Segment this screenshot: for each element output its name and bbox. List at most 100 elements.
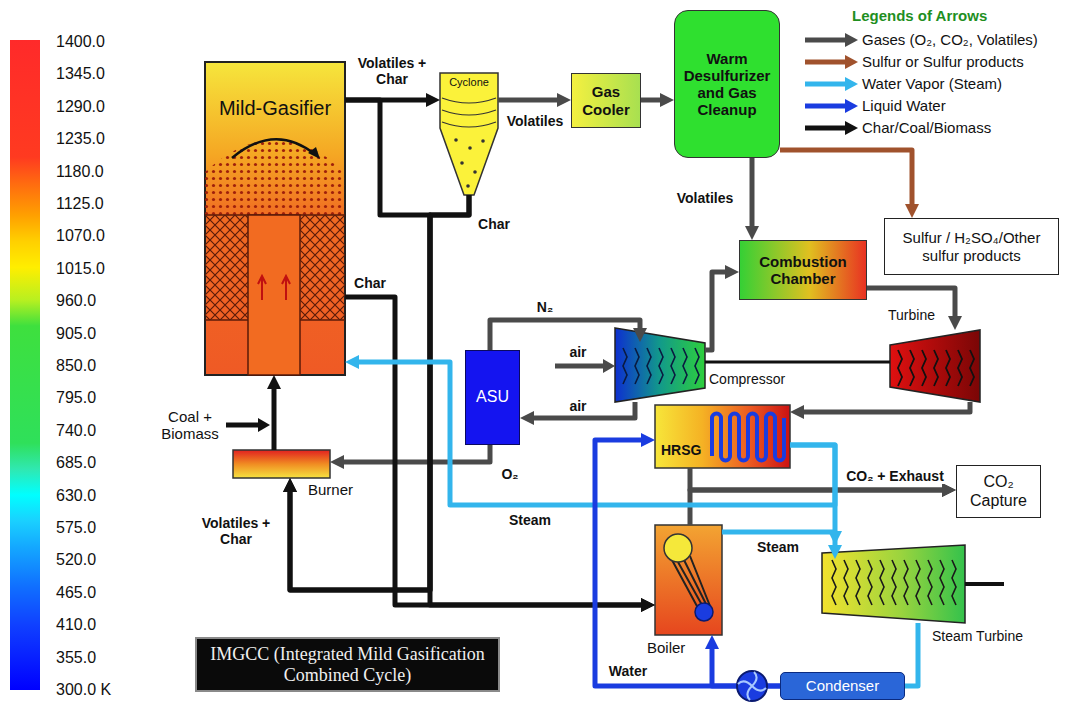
legend-arrow-sample	[805, 126, 845, 131]
flow-label: Char	[352, 275, 388, 291]
label-holder: 1400.0	[56, 33, 105, 51]
colorbar-tick: 630.0	[56, 486, 96, 504]
node-label: CO₂ Capture	[961, 473, 1036, 510]
flow-label: O₂	[499, 466, 520, 482]
node-label: Turbine	[888, 307, 935, 323]
char-particle	[460, 161, 464, 165]
water-drum	[695, 603, 713, 621]
flow-label: Volatiles	[675, 190, 736, 206]
label-holder: air	[569, 344, 586, 360]
combustion-chamber-box: Combustion Chamber	[739, 240, 867, 300]
compressor-shape	[615, 328, 705, 402]
edge-label-holder: Volatiles + Char	[352, 55, 432, 88]
gas-flow-arrow	[490, 320, 640, 350]
legend-row: Gases (O₂, CO₂, Volatiles)	[862, 31, 1038, 49]
label-holder: 960.0	[56, 292, 96, 310]
legend-arrow-sample	[805, 104, 845, 109]
node-label: Gas Cooler	[576, 83, 636, 118]
char-particle	[473, 170, 477, 174]
cyclone-shape	[440, 73, 498, 195]
coal-feed-line	[226, 423, 258, 428]
edge-label-holder: CO₂ + Exhaust	[830, 467, 960, 485]
colorbar-tick: 410.0	[56, 616, 96, 634]
label-holder: 300.0 K	[56, 681, 111, 699]
colorbar-tick: 960.0	[56, 292, 96, 310]
legend-text: Gases (O₂, CO₂, Volatiles)	[862, 31, 1038, 48]
label-holder: Coal + Biomass	[157, 408, 223, 443]
label-holder: 1235.0	[56, 130, 105, 148]
hrsg-coil	[712, 414, 784, 461]
node-label: Steam Turbine	[932, 628, 1023, 644]
edge-label-holder: Volatiles + Char	[196, 515, 276, 548]
colorbar-tick: 1345.0	[56, 65, 105, 83]
flow-label: Volatiles + Char	[196, 515, 276, 547]
gas-turbine: Turbine	[890, 330, 980, 402]
edge-label-holder: air	[558, 397, 598, 415]
label-holder: 630.0	[56, 486, 96, 504]
legend-row: Char/Coal/Biomass	[862, 119, 991, 137]
steam-turbine: Steam Turbine	[822, 545, 965, 623]
edge-label-holder: Char	[469, 215, 519, 233]
boiler: Boiler	[655, 525, 722, 635]
flow-label: air	[569, 344, 586, 360]
flow-arrows	[258, 276, 290, 300]
node-label: HRSG	[661, 442, 701, 458]
colorbar-tick: 1400.0	[56, 33, 105, 51]
label-holder: Legends of Arrows	[852, 7, 987, 24]
water-flow-arrow	[595, 440, 780, 686]
gas-flow-arrow	[344, 445, 490, 462]
node-label: Cyclone	[449, 76, 489, 89]
sulfur-flow-arrow	[780, 150, 912, 204]
char-particle	[466, 184, 470, 188]
flow-label: N₂	[535, 299, 555, 315]
label-holder: 1015.0	[56, 260, 105, 278]
node-label: Mild-Gasifier	[219, 97, 331, 120]
label-holder: 575.0	[56, 519, 96, 537]
steam-flow-arrow	[790, 445, 835, 531]
flow-label: Steam	[507, 512, 553, 528]
char-particle	[454, 138, 458, 142]
legend-arrow-sample	[845, 33, 858, 47]
title-box: IMGCC (Integrated Mild Gasification Comb…	[195, 637, 500, 692]
coal-feed-arrowhead	[258, 418, 270, 432]
burner: Burner	[233, 450, 330, 478]
colorbar-tick: 1290.0	[56, 98, 105, 116]
gas-flow-arrow	[705, 272, 725, 350]
flow-label: Volatiles	[505, 113, 566, 129]
colorbar-tick: 520.0	[56, 551, 96, 569]
colorbar-tick: 1070.0	[56, 227, 105, 245]
legend-heading: Legends of Arrows	[852, 7, 987, 24]
burner-body	[233, 450, 330, 478]
edge-label-holder: Volatiles	[495, 112, 575, 130]
node-label: Warm Desulfurizer and Gas Cleanup	[679, 50, 775, 119]
colorbar-tick: 575.0	[56, 519, 96, 537]
gas-flow-arrow	[804, 402, 970, 412]
turbine-shape	[890, 330, 980, 402]
co2-capture-box: CO₂ Capture	[956, 465, 1041, 518]
gasifier-riser-tube	[248, 215, 300, 375]
desulfurizer-box: Warm Desulfurizer and Gas Cleanup	[674, 10, 780, 158]
legend-arrow-sample	[845, 77, 858, 91]
node-label: Burner	[308, 481, 353, 498]
flow-label: air	[567, 398, 588, 414]
air-intake-line	[555, 364, 603, 369]
colorbar-tick: 740.0	[56, 422, 96, 440]
cyclone-separator: Cyclone	[440, 73, 498, 195]
gasifier-body	[205, 62, 345, 375]
diagram-title: IMGCC (Integrated Mild Gasification Comb…	[205, 644, 490, 685]
node-label: Condenser	[806, 677, 879, 694]
label-holder: 520.0	[56, 551, 96, 569]
gasifier-vessel: Mild-Gasifier	[205, 62, 345, 375]
label-holder: 410.0	[56, 616, 96, 634]
legend-row: Water Vapor (Steam)	[862, 75, 1002, 93]
steam-turbine-blades	[832, 560, 956, 605]
steam-turbine-shaft	[965, 582, 1004, 586]
label-holder: 795.0	[56, 389, 96, 407]
node-label: Compressor	[709, 371, 785, 387]
temperature-colorbar	[10, 40, 40, 690]
colorbar-tick: 465.0	[56, 584, 96, 602]
air-intake-arrowhead	[603, 359, 615, 373]
flow-label: Volatiles + Char	[352, 55, 432, 87]
legend-text: Liquid Water	[862, 97, 946, 114]
